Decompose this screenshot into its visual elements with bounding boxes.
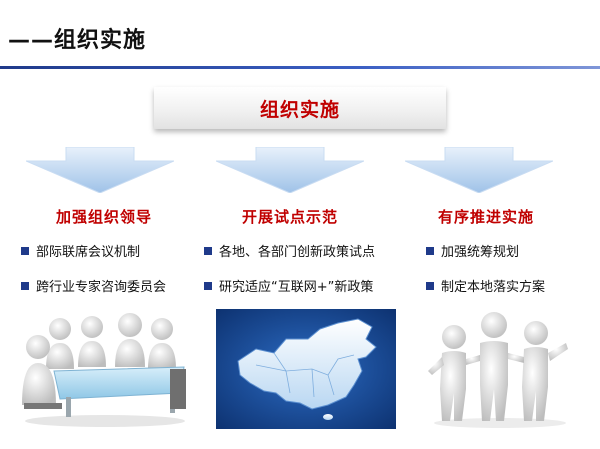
china-map-image: [216, 309, 396, 429]
column-heading-implementation: 有序推进实施: [437, 208, 534, 226]
down-arrow-icon: [26, 147, 174, 193]
list-item: 跨行业专家咨询委员会: [21, 276, 166, 295]
column-heading-pilot: 开展试点示范: [241, 208, 338, 226]
list-item: 研究适应“互联网+”新政策: [204, 276, 373, 295]
list-item-label: 各地、各部门创新政策试点: [219, 245, 376, 260]
list-item: 制定本地落实方案: [426, 276, 545, 295]
list-item: 部际联席会议机制: [21, 241, 140, 260]
down-arrow-icon: [216, 147, 364, 193]
list-item-label: 跨行业专家咨询委员会: [36, 280, 167, 295]
title-divider: [0, 66, 600, 69]
list-item-label: 部际联席会议机制: [36, 245, 141, 260]
bullet-icon: [204, 246, 212, 255]
bullet-icon: [204, 281, 212, 290]
meeting-figures-image: [22, 313, 186, 427]
list-item-label: 制定本地落实方案: [441, 280, 546, 295]
down-arrow-icon: [405, 147, 553, 193]
bullet-icon: [21, 281, 29, 290]
list-item: 加强统筹规划: [426, 241, 519, 260]
list-item: 各地、各部门创新政策试点: [204, 241, 375, 260]
column-heading-leadership: 加强组织领导: [55, 208, 152, 226]
slide-title: ——组织实施: [8, 28, 147, 53]
bullet-icon: [426, 246, 434, 255]
list-item-label: 研究适应“互联网+”新政策: [219, 280, 374, 295]
section-banner: 组织实施: [154, 87, 446, 129]
list-item-label: 加强统筹规划: [441, 245, 520, 260]
team-figures-image: [428, 312, 568, 428]
bullet-icon: [21, 246, 29, 255]
bullet-icon: [426, 281, 434, 290]
